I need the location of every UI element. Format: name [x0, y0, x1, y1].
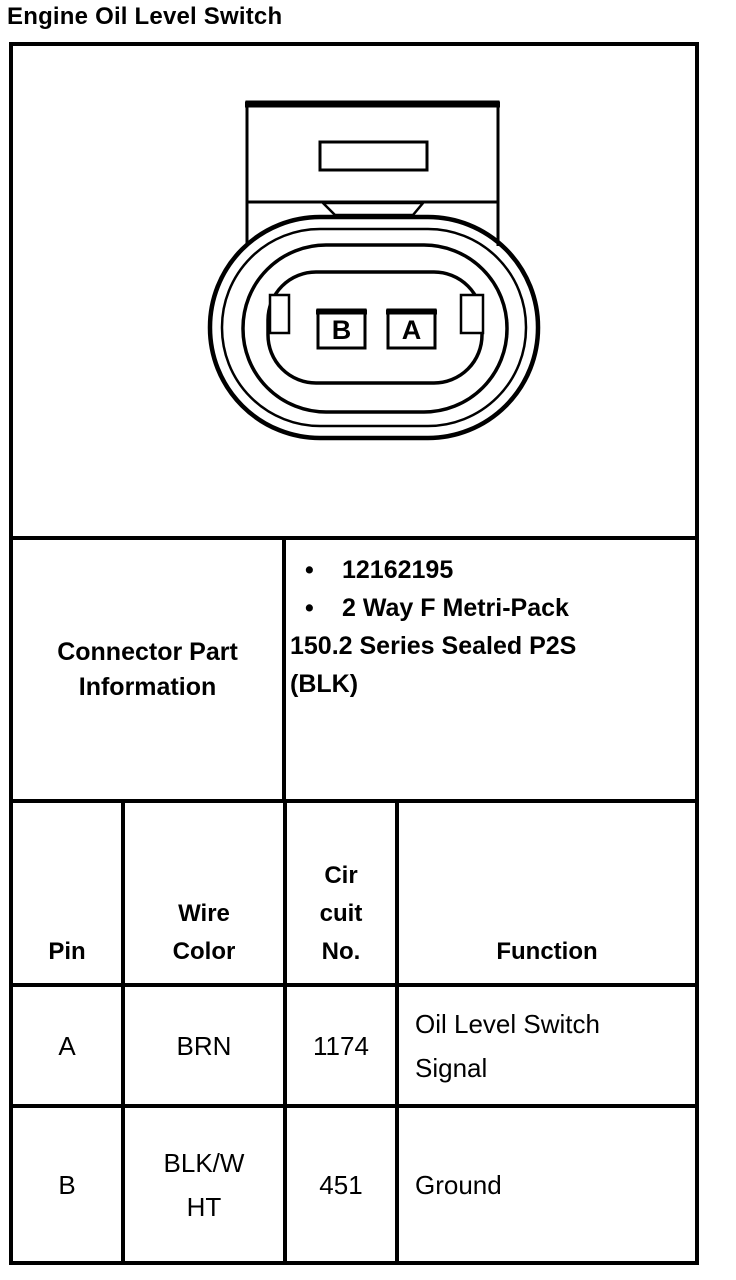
connector-lock-tab	[318, 140, 429, 172]
connector-seal-ring	[241, 243, 509, 414]
pin-b-label: B	[332, 315, 352, 345]
cell-pin-b: B	[13, 1108, 125, 1261]
bullet-icon: •	[305, 594, 314, 622]
bullet-line: • 2 Way F Metri-Pack	[290, 589, 687, 627]
pin-b-box	[316, 308, 367, 350]
cavity-notch-left	[268, 293, 291, 335]
text-line: Connector Part	[57, 637, 238, 666]
text-line: 451	[319, 1169, 363, 1200]
text-line: No.	[321, 938, 361, 965]
connector-rim-ring	[220, 227, 528, 428]
text-line: Pin	[48, 938, 86, 965]
text-line: Ground	[415, 1169, 502, 1200]
text-line: B	[58, 1169, 76, 1200]
bullet-icon: •	[305, 556, 314, 584]
bullet-text: (BLK)	[290, 670, 359, 698]
text-line: Cir	[324, 862, 358, 889]
cell-wire-color-b: BLK/W HT	[125, 1108, 287, 1261]
connector-diagram: B A	[207, 100, 541, 441]
page-title: Engine Oil Level Switch	[7, 3, 283, 30]
cell-circuit-no-a: 1174	[287, 987, 399, 1108]
bullet-line: 150.2 Series Sealed P2S	[290, 627, 687, 665]
text-line: Color	[172, 938, 236, 965]
cell-pin-a: A	[13, 987, 125, 1108]
bullet-text: 12162195	[342, 556, 454, 584]
text-line: BLK/W	[163, 1147, 245, 1178]
text-line: Wire	[178, 900, 230, 927]
cavity-notch-right	[459, 293, 485, 335]
text-line: cuit	[319, 900, 363, 927]
text-line: Information	[78, 672, 217, 701]
col-header-pin: Pin	[13, 803, 125, 987]
connector-diagram-cell: B A	[13, 46, 695, 540]
text-line: Oil Level Switch	[415, 1008, 600, 1039]
bullet-text: 2 Way F Metri-Pack	[342, 594, 569, 622]
text-line: HT	[186, 1191, 222, 1222]
cell-circuit-no-b: 451	[287, 1108, 399, 1261]
connector-top-housing	[245, 100, 500, 204]
text-line: Function	[496, 938, 598, 965]
text-line: Signal	[415, 1052, 488, 1083]
connector-cavity	[266, 270, 484, 385]
cell-function-b: Ground	[399, 1108, 695, 1261]
text-line: A	[58, 1030, 76, 1061]
connector-outer-ring	[207, 214, 541, 441]
connector-key-tab	[319, 201, 426, 217]
bullet-line: (BLK)	[290, 665, 687, 703]
cell-wire-color-a: BRN	[125, 987, 287, 1108]
text-line: 1174	[313, 1030, 369, 1061]
text-line: BRN	[176, 1030, 232, 1061]
pin-a-label: A	[402, 315, 422, 345]
part-info-value-cell: • 12162195 • 2 Way F Metri-Pack 150.2 Series…	[286, 540, 695, 799]
bullet-text: 150.2 Series Sealed P2S	[290, 632, 577, 660]
col-header-function: Function	[399, 803, 695, 987]
bullet-line: • 12162195	[290, 551, 687, 589]
